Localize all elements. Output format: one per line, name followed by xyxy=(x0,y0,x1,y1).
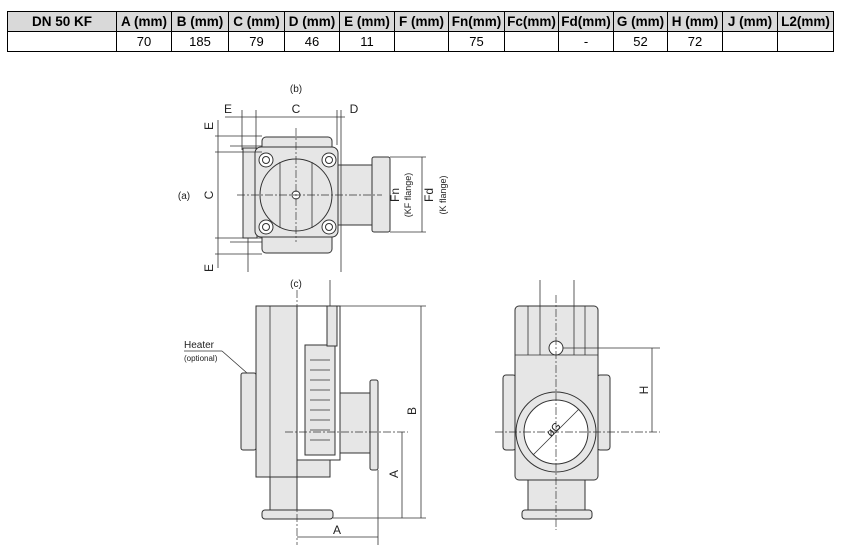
table-cell: 75 xyxy=(448,31,505,52)
table-header: L2(mm) xyxy=(777,11,834,32)
dim-fd-note: (K flange) xyxy=(438,175,448,214)
dim-fd-label: Fd xyxy=(422,188,436,202)
top-view xyxy=(215,110,426,272)
dim-h-label: H xyxy=(637,386,651,395)
table-header: A (mm) xyxy=(116,11,172,32)
table-cell: 52 xyxy=(613,31,668,52)
dim-fn-label: Fn xyxy=(388,188,402,202)
table-header: C (mm) xyxy=(228,11,285,32)
table-header: F (mm) xyxy=(394,11,449,32)
dim-a-horizontal-label: A xyxy=(333,523,341,537)
dimension-table: DN 50 KF A (mm) B (mm) C (mm) D (mm) E (… xyxy=(7,11,834,52)
dim-c-side-label: C xyxy=(202,190,216,199)
table-cell: 72 xyxy=(667,31,723,52)
dim-a-vertical-label: A xyxy=(387,470,401,478)
dim-e-label: E xyxy=(224,102,232,116)
table-header: D (mm) xyxy=(284,11,340,32)
dim-c-label: C xyxy=(292,102,301,116)
heater-label: Heater xyxy=(184,340,215,351)
table-cell: - xyxy=(558,31,614,52)
dim-b-label: B xyxy=(405,407,419,415)
table-header: Fd(mm) xyxy=(558,11,614,32)
dim-e-upper-label: E xyxy=(202,122,216,130)
front-view xyxy=(495,280,660,530)
dim-e-lower-label: E xyxy=(202,264,216,272)
table-cell xyxy=(777,31,834,52)
table-header: E (mm) xyxy=(339,11,395,32)
side-view xyxy=(184,280,426,545)
table-cell: 185 xyxy=(171,31,229,52)
table-cell: 79 xyxy=(228,31,285,52)
table-cell: 70 xyxy=(116,31,172,52)
table-header: DN 50 KF xyxy=(7,11,117,32)
table-header: G (mm) xyxy=(613,11,668,32)
table-row: 70 185 79 46 11 75 - 52 72 xyxy=(7,31,834,52)
dim-d-label: D xyxy=(350,102,359,116)
table-header: B (mm) xyxy=(171,11,229,32)
table-cell: 46 xyxy=(284,31,340,52)
table-header-row: DN 50 KF A (mm) B (mm) C (mm) D (mm) E (… xyxy=(7,11,834,32)
table-header: J (mm) xyxy=(722,11,778,32)
table-header: Fc(mm) xyxy=(504,11,559,32)
heater-note: (optional) xyxy=(184,354,218,363)
view-a-label: (a) xyxy=(178,191,190,202)
view-b-label: (b) xyxy=(290,84,302,95)
dim-fn-note: (KF flange) xyxy=(403,173,413,218)
view-c-label: (c) xyxy=(290,279,302,290)
